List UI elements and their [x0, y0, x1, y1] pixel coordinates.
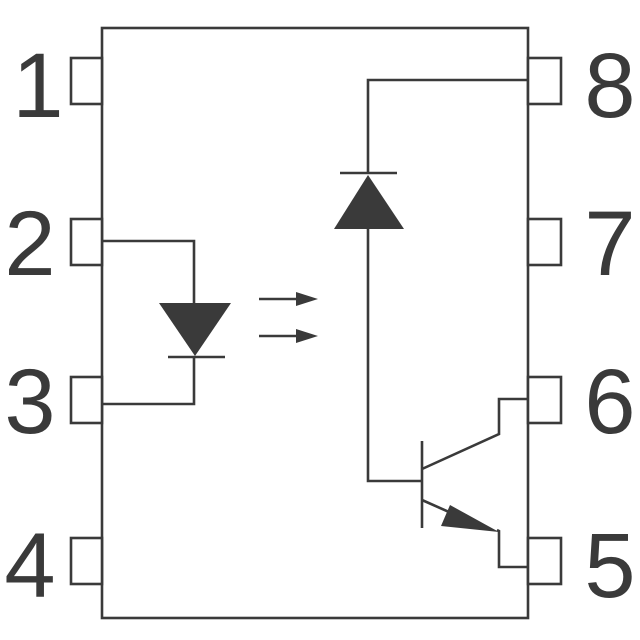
pin-3-label: 3 — [4, 351, 55, 453]
pin-1-label: 1 — [12, 35, 63, 137]
light-emission-arrows-icon — [259, 292, 318, 343]
photodiode-wire-to-base — [366, 229, 422, 483]
pin-7-pad — [526, 217, 563, 267]
pin-6-label: 6 — [584, 351, 635, 453]
transistor-collector-wire — [421, 397, 528, 471]
pin-4-pad — [69, 536, 104, 586]
pin-2-pad — [69, 217, 104, 267]
transistor-emitter-arrow-icon — [441, 505, 499, 532]
package-body — [100, 26, 530, 620]
pin-1-pad — [69, 56, 104, 106]
pin-7-label: 7 — [584, 193, 635, 295]
pin-6-pad — [526, 375, 563, 425]
photodiode-icon — [334, 175, 404, 229]
pin-3-pad — [69, 375, 104, 425]
led-anode-wire — [102, 239, 196, 303]
pin-5-label: 5 — [584, 515, 635, 617]
led-cathode-wire — [102, 357, 196, 406]
photodiode-wire-to-pin8 — [366, 78, 528, 173]
transistor-emitter-to-pin5 — [496, 528, 528, 569]
pin-4-label: 4 — [4, 515, 55, 617]
pin-8-label: 8 — [584, 35, 635, 137]
pin-8-pad — [526, 56, 563, 106]
pin-5-pad — [526, 536, 563, 586]
led-diode-icon — [159, 303, 231, 356]
pin-2-label: 2 — [4, 193, 55, 295]
